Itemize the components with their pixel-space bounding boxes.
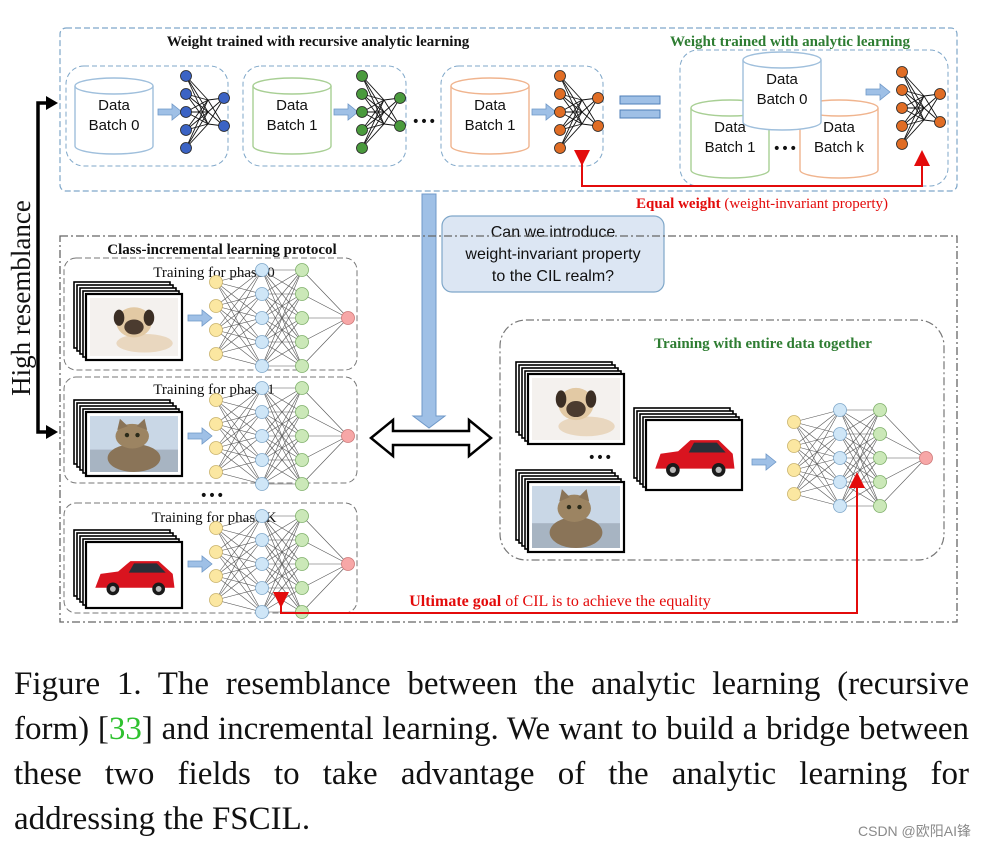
phase0-images (73, 281, 184, 362)
entire-cat-images (515, 469, 626, 554)
double-arrow (369, 417, 493, 459)
top-arrow-2 (531, 103, 557, 121)
ultimate-goal-rest: of CIL is to achieve the equality (501, 593, 711, 610)
high-resemblance-label: High resemblance (6, 200, 36, 396)
question-line-3: to the CIL realm? (492, 268, 614, 285)
top-net-2 (554, 70, 604, 154)
phase-label-k: Training for phase K (152, 510, 277, 526)
question-line-1: Can we introduce (491, 224, 616, 241)
ultimate-goal-arrow (273, 472, 865, 614)
cil-frame (59, 235, 958, 623)
cil-protocol-title: Class-incremental learning protocol (107, 242, 336, 258)
entire-net (787, 403, 933, 513)
figure-caption: Figure 1. The resemblance between the an… (14, 662, 969, 842)
entire-arrow (751, 453, 777, 471)
equal-weight-rest: (weight-invariant property) (721, 196, 888, 212)
right-ellipsis: ••• (773, 141, 798, 157)
phase0-net (209, 263, 355, 373)
question-bubble (441, 215, 665, 293)
data-batch-1b-cylinder-label-1: Batch 1 (465, 117, 516, 134)
phasek-images (73, 529, 184, 610)
top-net-3 (896, 66, 946, 150)
ultimate-goal-label: Ultimate goal of CIL is to achieve the e… (409, 593, 711, 610)
all-batch-1-cylinder-label-1: Batch 1 (705, 139, 756, 156)
data-batch-1-cylinder-label-0: Data (276, 97, 308, 114)
question-line-2: weight-invariant property (464, 246, 640, 263)
data-batch-1b-cylinder-label-0: Data (474, 97, 506, 114)
down-arrow (411, 193, 447, 429)
phase0-arrow (187, 309, 213, 327)
phase-label-0: Training for phase 0 (153, 265, 275, 281)
top-arrow-0 (157, 103, 183, 121)
entire-ellipsis: ••• (588, 450, 613, 466)
phase1-arrow (187, 427, 213, 445)
data-batch-1-cylinder-label-1: Batch 1 (267, 117, 318, 134)
top-arrow-1 (333, 103, 359, 121)
equal-weight-bold: Equal weight (636, 196, 721, 212)
top-net-1 (356, 70, 406, 154)
caption-prefix: Figure 1. The resemblance between the an… (14, 666, 969, 747)
all-batch-0-cylinder-label-1: Batch 0 (757, 91, 808, 108)
phasek-arrow (187, 555, 213, 573)
batch-group-2 (440, 65, 604, 167)
data-batch-0-cylinder-label-1: Batch 0 (89, 117, 140, 134)
phase-label-1: Training for phase 1 (153, 382, 275, 398)
watermark: CSDN @欧阳AI锋 (858, 823, 971, 839)
equal-sign (619, 95, 661, 119)
ultimate-goal-bold: Ultimate goal (409, 593, 502, 610)
data-batch-0-cylinder-label-0: Data (98, 97, 130, 114)
equal-weight-label: Equal weight (weight-invariant property) (636, 196, 888, 212)
top-arrow-3 (865, 83, 891, 101)
phase-box-1 (63, 376, 358, 484)
caption-suffix: ] and incremental learning. We want to b… (14, 711, 969, 837)
phase-box-k (63, 502, 358, 614)
caption-ref[interactable]: 33 (108, 711, 142, 747)
phase-ellipsis: ••• (200, 488, 225, 504)
top-right-title: Weight trained with analytic learning (670, 34, 911, 50)
all-batch-k-cylinder-label-0: Data (823, 119, 855, 136)
entire-data-frame (499, 319, 945, 561)
batch-group-1 (242, 65, 407, 167)
high-resemblance-bracket (36, 96, 58, 439)
top-left-title: Weight trained with recursive analytic l… (167, 34, 470, 50)
entire-car-images (633, 407, 744, 492)
equal-weight-arrow (574, 150, 930, 187)
all-batch-k-cylinder-label-1: Batch k (814, 139, 865, 156)
top-frame (59, 27, 958, 192)
phase1-images (73, 399, 184, 478)
diagram: Weight trained with recursive analytic l… (6, 27, 958, 623)
entire-dog-images (515, 361, 626, 446)
batch-group-0 (65, 65, 229, 167)
entire-data-title: Training with entire data together (654, 336, 872, 352)
top-ellipsis: ••• (412, 114, 437, 130)
all-batch-0-cylinder-label-0: Data (766, 71, 798, 88)
top-net-0 (180, 70, 230, 154)
all-batch-1-cylinder-label-0: Data (714, 119, 746, 136)
